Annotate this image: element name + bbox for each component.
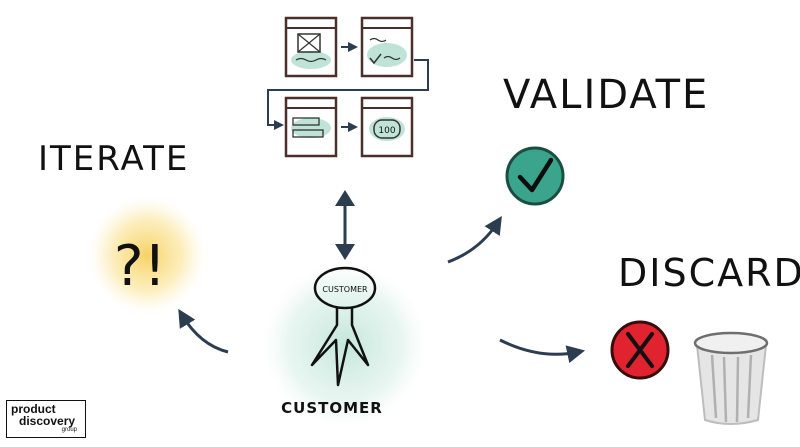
customer-caption: CUSTOMER: [281, 399, 383, 417]
logo-line-3: group: [61, 427, 77, 433]
wireframe-screen-1: [284, 16, 338, 78]
customer-figure: CUSTOMER CUSTOMER: [263, 263, 427, 427]
customer-head-label: CUSTOMER: [322, 285, 368, 294]
wireframe-flow: 100: [267, 16, 429, 158]
trash-can-icon: [693, 331, 769, 425]
wireframe-screen-3: [284, 96, 338, 158]
wireframe-screen-2: [360, 16, 414, 78]
discard-title: DISCARD: [618, 251, 800, 295]
customer-feedback-arrow: [335, 190, 355, 260]
logo-line-2: discovery: [19, 414, 76, 428]
question-exclaim-icon: ?!: [114, 234, 166, 299]
product-discovery-logo: product discovery group: [6, 400, 86, 438]
validate-title: VALIDATE: [503, 72, 709, 118]
iterate-title: ITERATE: [38, 139, 189, 179]
validate-group: VALIDATE: [447, 72, 709, 264]
checkmark-icon: [505, 146, 565, 206]
logo-line-1: product: [11, 402, 56, 416]
wireframe-screen-4: 100: [360, 96, 414, 158]
screen-value-text: 100: [378, 126, 395, 136]
x-icon: [610, 320, 670, 380]
iterate-group: ITERATE ?!: [38, 139, 229, 354]
discard-group: DISCARD: [499, 251, 800, 425]
